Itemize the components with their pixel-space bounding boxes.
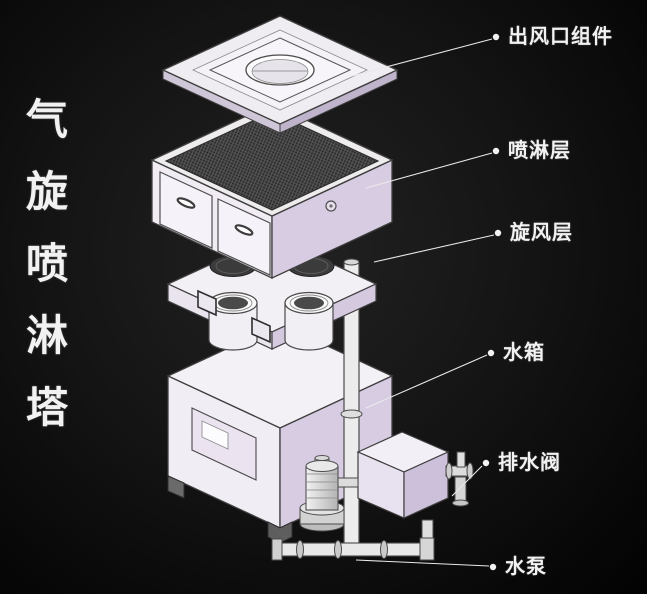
callout-spray-layer: 喷淋层	[508, 140, 571, 162]
spray-door	[159, 171, 213, 249]
leader-dot	[482, 459, 490, 467]
leader-dot	[487, 349, 495, 357]
cyclone-layer	[166, 235, 378, 351]
leader-air-outlet	[351, 38, 493, 77]
callout-cyclone-layer: 旋风层	[510, 222, 573, 244]
leader-dot	[489, 563, 497, 571]
leader-water-tank	[365, 354, 488, 409]
title-char: 气	[26, 98, 69, 144]
callout-water-tank: 水箱	[503, 342, 545, 364]
page-title-vertical: 气 旋 喷 淋 塔	[26, 100, 68, 460]
callout-water-pump: 水泵	[505, 556, 547, 578]
air-outlet-assembly	[161, 15, 399, 134]
bottom-pipe	[271, 519, 435, 561]
leader-dot	[494, 229, 502, 237]
tank-foot	[167, 475, 185, 499]
title-char: 喷	[26, 242, 69, 288]
callout-air-outlet-assembly: 出风口组件	[508, 26, 613, 48]
water-pump-unit	[299, 455, 359, 532]
callout-drain-valve: 排水阀	[498, 452, 561, 474]
door-handle-slot	[234, 224, 254, 236]
leader-dot	[492, 33, 500, 41]
title-char: 旋	[26, 170, 69, 216]
drain-valve	[445, 451, 474, 507]
cyclone-cylinder	[284, 291, 334, 351]
spray-layer	[150, 103, 394, 280]
leader-spray-layer	[365, 152, 493, 189]
door-handle-slot	[176, 197, 196, 209]
piping-and-pump	[271, 258, 474, 561]
leader-cyclone-layer	[373, 234, 495, 263]
title-char: 淋	[26, 314, 69, 360]
leader-lines	[351, 33, 502, 571]
cyclone-cylinder	[208, 291, 258, 351]
leader-drain-valve	[451, 465, 483, 497]
tank-foot	[267, 521, 293, 544]
title-char: 塔	[26, 386, 69, 432]
spray-mesh	[164, 111, 380, 211]
spray-door	[217, 198, 271, 276]
leader-water-pump	[355, 559, 490, 567]
junction-box	[197, 289, 217, 317]
pump-housing-box	[356, 431, 450, 519]
junction-box	[251, 316, 271, 344]
leader-dot	[492, 147, 500, 155]
pipe-flange	[340, 409, 363, 419]
